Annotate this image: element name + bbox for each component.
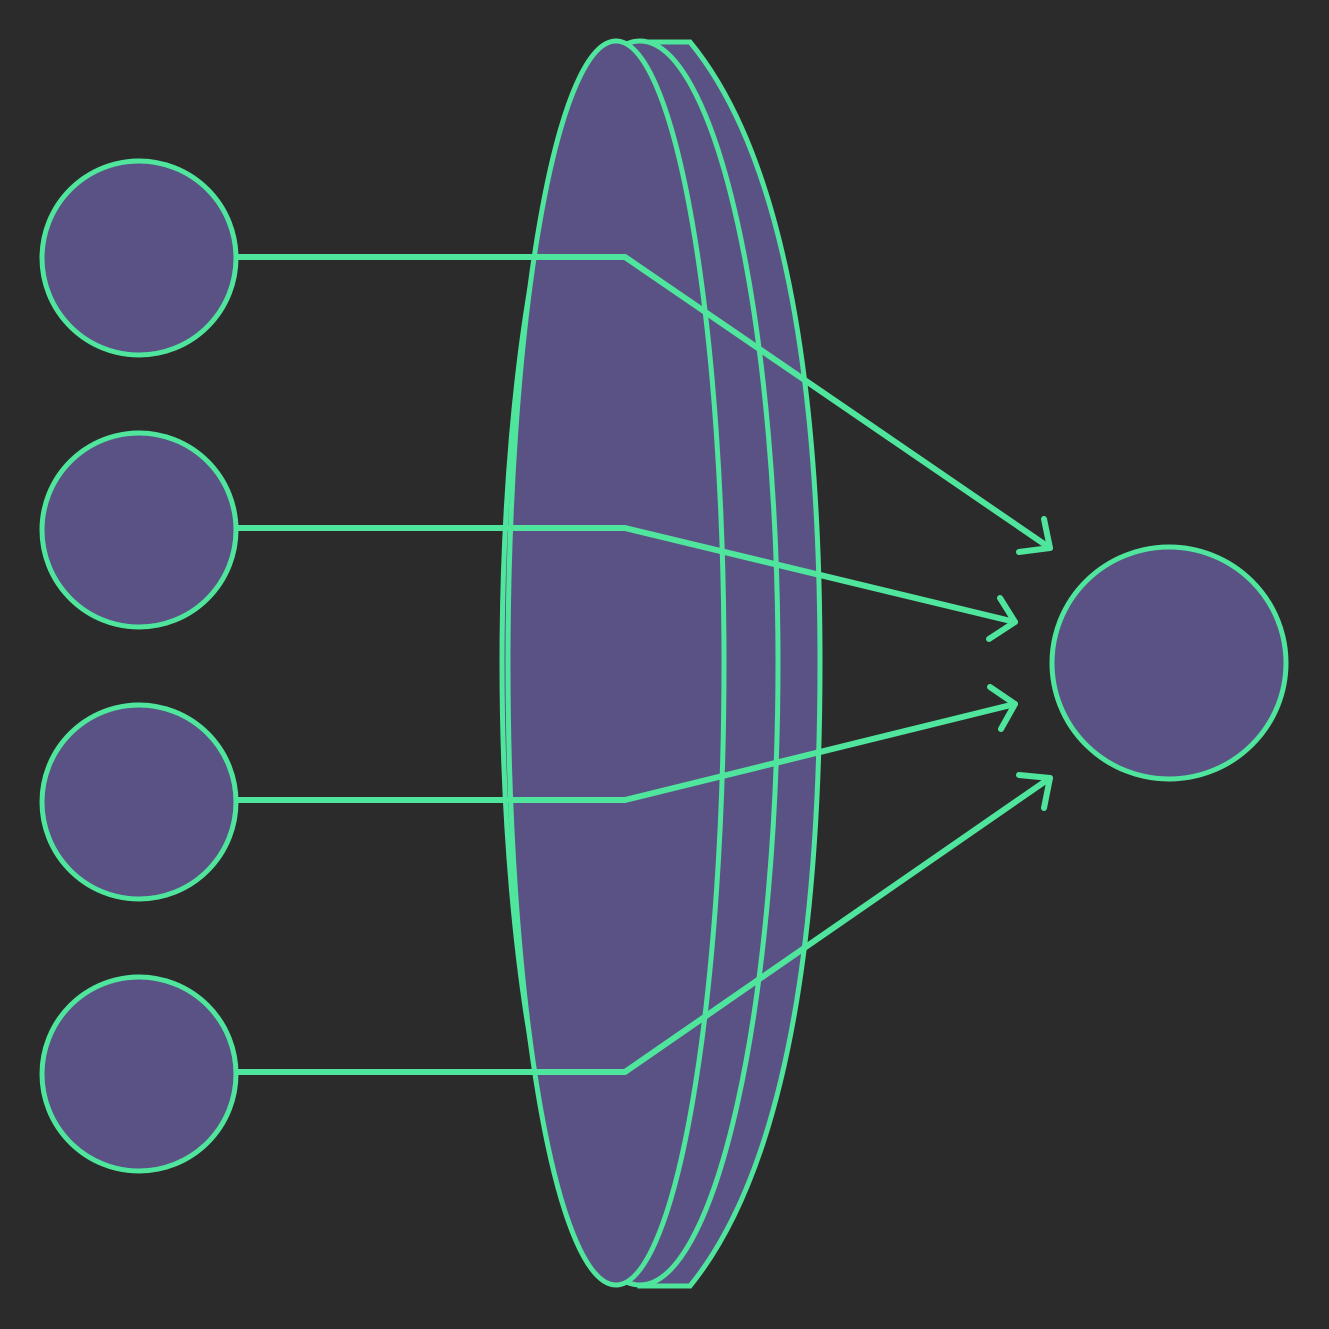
arrowhead-1 — [1016, 516, 1053, 555]
connection-line-2 — [234, 525, 1018, 625]
input-node-1 — [39, 158, 239, 358]
output-node — [1049, 544, 1289, 782]
connection-line-4 — [234, 775, 1053, 1075]
lens-icon — [499, 38, 823, 1289]
connection-1 — [234, 254, 1053, 555]
connection-line-3 — [234, 701, 1018, 803]
connection-4 — [234, 772, 1053, 1075]
input-node-4 — [39, 974, 239, 1174]
connection-line-1 — [234, 254, 1053, 551]
arrowhead-2 — [986, 595, 1018, 642]
lens-front-face — [505, 38, 727, 1288]
input-node-3 — [39, 702, 239, 902]
connection-2 — [234, 525, 1018, 642]
arrowhead-4 — [1016, 772, 1053, 811]
connections — [234, 254, 1053, 1075]
input-node-2 — [39, 430, 239, 630]
connection-3 — [234, 684, 1018, 803]
arrowhead-3 — [987, 684, 1018, 732]
